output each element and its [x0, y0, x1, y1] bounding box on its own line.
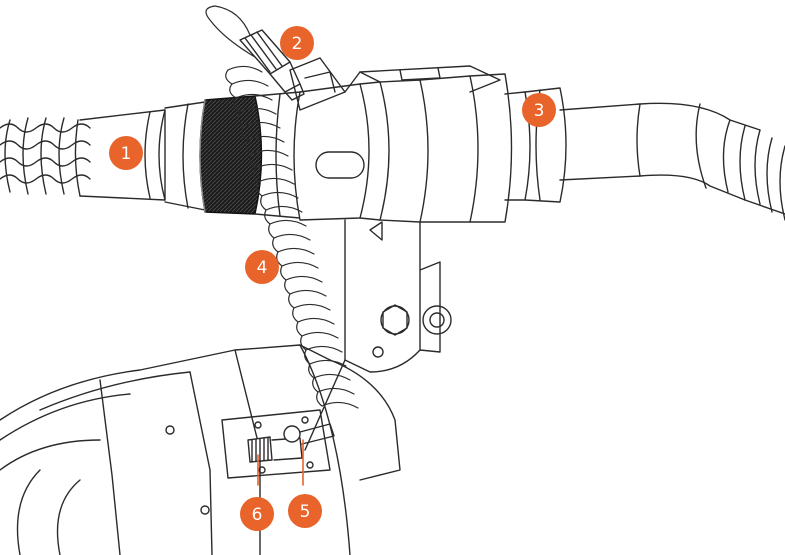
connector-socket [247, 436, 273, 463]
callout-marker [245, 250, 279, 284]
callout-marker [522, 93, 556, 127]
connector-plate [221, 409, 335, 479]
callout-3: 3 [522, 93, 556, 127]
conduit-spring [0, 117, 91, 195]
callout-marker [280, 26, 314, 60]
callout-5: 5 [288, 494, 322, 528]
swan-neck [559, 102, 785, 221]
callout-1: 1 [109, 136, 143, 170]
main-housing [293, 73, 531, 223]
callout-label: 4 [257, 258, 268, 278]
knurled-ring [199, 95, 263, 215]
leader-lines [257, 439, 304, 486]
mount-bracket-top [289, 57, 501, 111]
mount-bracket-arm [304, 219, 452, 451]
coiled-cable [205, 5, 359, 409]
callout-marker [109, 136, 143, 170]
callout-4: 4 [245, 250, 279, 284]
callout-marker [240, 497, 274, 531]
callout-6: 6 [240, 497, 274, 531]
callout-label: 1 [121, 144, 132, 164]
callout-label: 3 [534, 101, 545, 121]
callout-marker [288, 494, 322, 528]
callout-label: 5 [300, 502, 311, 522]
callout-label: 6 [252, 505, 263, 525]
top-connector [239, 29, 305, 101]
callout-2: 2 [280, 26, 314, 60]
lower-drive-unit [0, 344, 401, 555]
callout-label: 2 [292, 34, 303, 54]
